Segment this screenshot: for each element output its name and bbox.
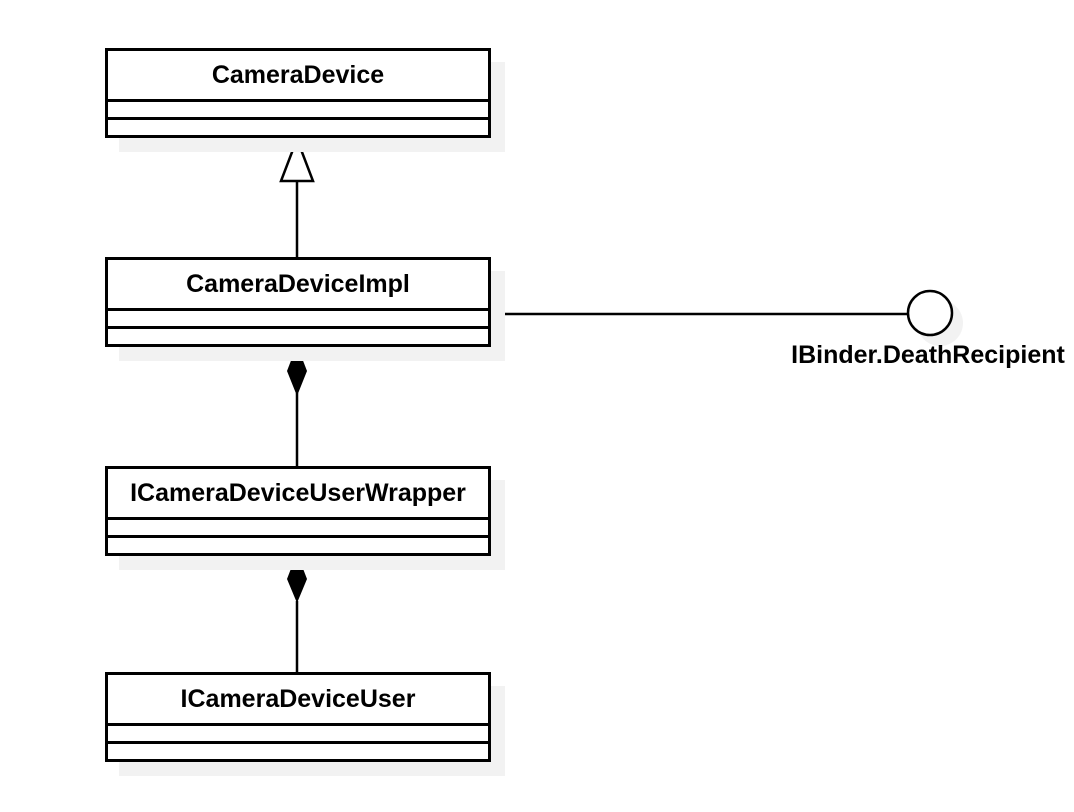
class-name: ICameraDeviceUserWrapper bbox=[130, 478, 466, 507]
attributes-compartment bbox=[108, 517, 488, 535]
class-box-cameradevice: CameraDevice bbox=[105, 48, 491, 138]
class-box-icameradeviceuser: ICameraDeviceUser bbox=[105, 672, 491, 762]
attributes-compartment bbox=[108, 99, 488, 117]
class-box-cameradeviceimpl: CameraDeviceImpl bbox=[105, 257, 491, 347]
lollipop-interface-label: IBinder.DeathRecipient bbox=[791, 341, 1065, 369]
attributes-compartment bbox=[108, 308, 488, 326]
operations-compartment bbox=[108, 535, 488, 553]
class-name: CameraDevice bbox=[211, 60, 385, 89]
composition-diamond-2 bbox=[287, 553, 307, 603]
operations-compartment bbox=[108, 117, 488, 135]
class-name: ICameraDeviceUser bbox=[180, 684, 416, 713]
generalization-triangle bbox=[279, 135, 315, 183]
class-name: CameraDeviceImpl bbox=[186, 269, 410, 298]
attributes-compartment bbox=[108, 723, 488, 741]
class-box-icameradeviceuserwrapper: ICameraDeviceUserWrapper bbox=[105, 466, 491, 556]
composition-diamond-1 bbox=[287, 345, 307, 396]
operations-compartment bbox=[108, 741, 488, 759]
operations-compartment bbox=[108, 326, 488, 344]
lollipop-circle bbox=[906, 289, 954, 337]
